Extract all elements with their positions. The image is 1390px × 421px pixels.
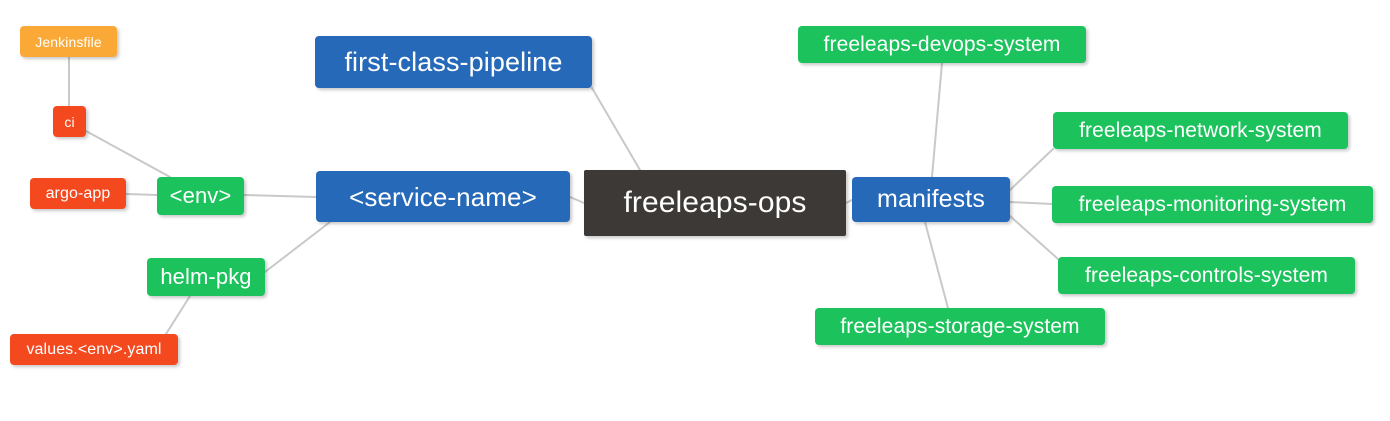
mindmap-node-controls-system[interactable]: freeleaps-controls-system — [1058, 257, 1355, 294]
mindmap-link-service-name-to-helm-pkg — [264, 221, 331, 273]
mindmap-link-manifests-to-monitoring-system — [1009, 201, 1053, 205]
mindmap-link-manifests-to-storage-system — [924, 221, 949, 309]
mindmap-node-jenkinsfile[interactable]: Jenkinsfile — [20, 26, 117, 57]
mindmap-link-root-to-service-name — [569, 196, 585, 204]
mindmap-link-env-to-ci — [85, 130, 171, 178]
mindmap-node-storage-system[interactable]: freeleaps-storage-system — [815, 308, 1105, 345]
mindmap-link-manifests-to-devops-system — [931, 62, 943, 178]
mindmap-node-env[interactable]: <env> — [157, 177, 244, 215]
mindmap-node-devops-system[interactable]: freeleaps-devops-system — [798, 26, 1086, 63]
mindmap-link-service-name-to-env — [243, 194, 317, 198]
mindmap-link-root-to-first-class-pipeline — [591, 87, 641, 171]
mindmap-node-first-class-pipeline[interactable]: first-class-pipeline — [315, 36, 592, 88]
mindmap-node-service-name[interactable]: <service-name> — [316, 171, 570, 222]
mindmap-link-helm-pkg-to-values-yaml — [165, 295, 191, 335]
mindmap-link-manifests-to-network-system — [1009, 148, 1054, 191]
mindmap-node-ci[interactable]: ci — [53, 106, 86, 137]
mindmap-node-monitoring-system[interactable]: freeleaps-monitoring-system — [1052, 186, 1373, 223]
mindmap-node-argo-app[interactable]: argo-app — [30, 178, 126, 209]
mindmap-node-helm-pkg[interactable]: helm-pkg — [147, 258, 265, 296]
mindmap-link-manifests-to-controls-system — [1009, 215, 1059, 260]
mindmap-link-env-to-argo-app — [125, 193, 158, 196]
mindmap-node-manifests[interactable]: manifests — [852, 177, 1010, 222]
mindmap-node-network-system[interactable]: freeleaps-network-system — [1053, 112, 1348, 149]
mindmap-node-root[interactable]: freeleaps-ops — [584, 170, 846, 236]
mindmap-node-values-yaml[interactable]: values.<env>.yaml — [10, 334, 178, 365]
